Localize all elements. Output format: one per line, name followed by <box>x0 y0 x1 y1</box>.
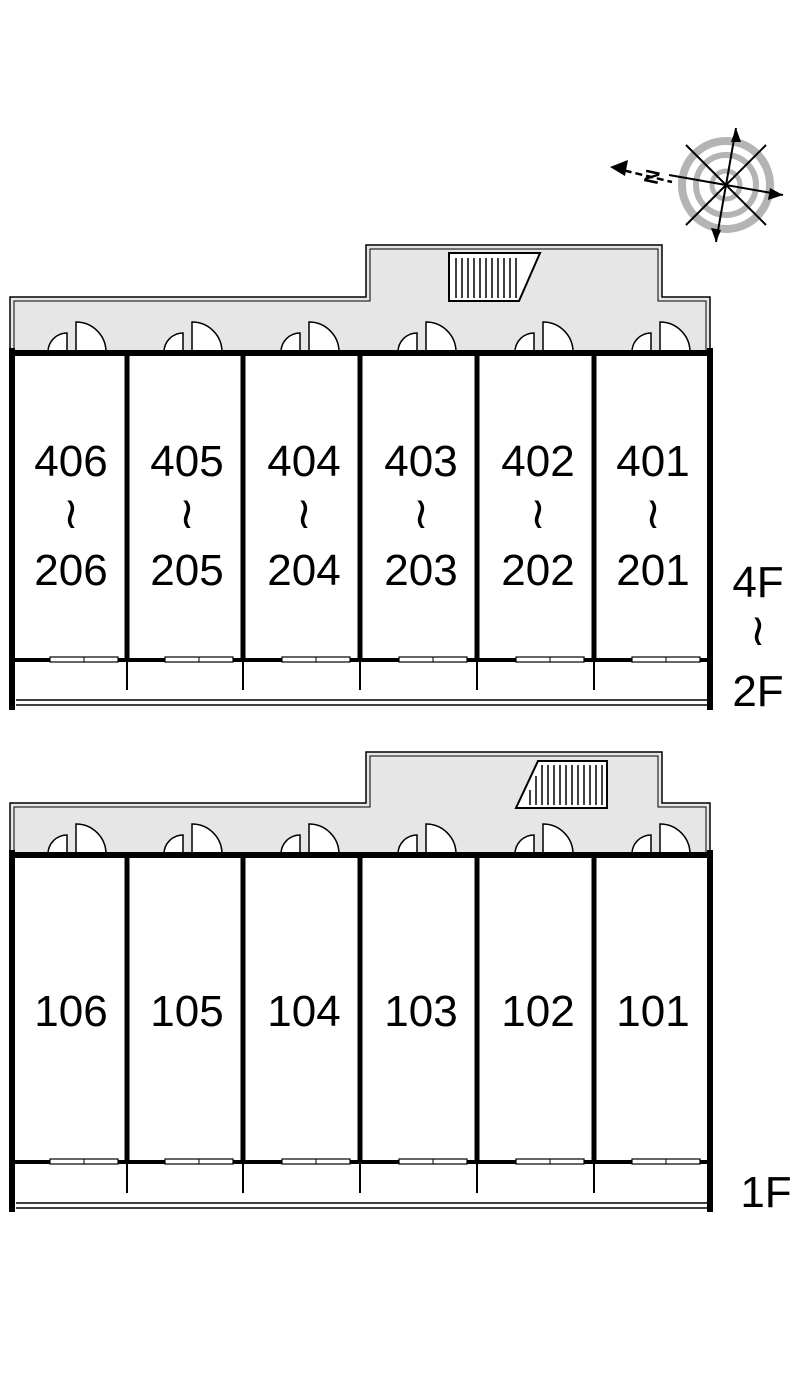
unit-label-range-mark: ≀ <box>63 489 80 538</box>
balcony-window <box>164 1158 234 1165</box>
balcony-window <box>398 656 468 663</box>
entrance-door-icon <box>514 823 574 855</box>
floor-label: 1F <box>740 1168 791 1217</box>
floor-label-top: 4F <box>732 558 783 607</box>
balcony-window <box>164 656 234 663</box>
unit-label-top: 402 <box>501 437 574 486</box>
entrance-door-icon <box>514 321 574 353</box>
unit-label: 101 <box>616 987 689 1036</box>
upper-corridor <box>9 244 711 353</box>
entrance-door-icon <box>631 823 691 855</box>
balcony-window <box>281 1158 351 1165</box>
balcony-window <box>515 1158 585 1165</box>
north-letter: N <box>641 168 666 187</box>
entrance-door-icon <box>280 321 340 353</box>
unit-label: 105 <box>150 987 223 1036</box>
entrance-door-icon <box>47 823 107 855</box>
unit-label-range-mark: ≀ <box>530 489 547 538</box>
unit-label-range-mark: ≀ <box>413 489 430 538</box>
unit-label-bottom: 201 <box>616 546 689 595</box>
upper-block: 406 ≀ 206 405 ≀ 205 404 ≀ 204 403 ≀ 203 … <box>9 244 784 716</box>
floor-label-bottom: 2F <box>732 667 783 716</box>
entrance-door-icon <box>163 321 223 353</box>
unit-label-bottom: 206 <box>34 546 107 595</box>
unit-label-bottom: 205 <box>150 546 223 595</box>
unit-label: 102 <box>501 987 574 1036</box>
lower-stairs-icon <box>514 760 608 809</box>
unit-label: 106 <box>34 987 107 1036</box>
unit-label: 104 <box>267 987 340 1036</box>
balcony-window <box>398 1158 468 1165</box>
unit-label-range-mark: ≀ <box>296 489 313 538</box>
entrance-door-icon <box>397 823 457 855</box>
unit-label-top: 403 <box>384 437 457 486</box>
compass-rose-icon <box>668 127 784 243</box>
unit-label: 103 <box>384 987 457 1036</box>
unit-label-top: 404 <box>267 437 340 486</box>
entrance-door-icon <box>280 823 340 855</box>
unit-label-top: 405 <box>150 437 223 486</box>
unit-label-range-mark: ≀ <box>179 489 196 538</box>
balcony-window <box>631 1158 701 1165</box>
unit-label-top: 401 <box>616 437 689 486</box>
upper-floor-labels: 4F ≀ 2F <box>732 558 783 716</box>
floor-label-range-mark: ≀ <box>750 606 767 655</box>
balcony-window <box>49 1158 119 1165</box>
entrance-door-icon <box>163 823 223 855</box>
unit-label-bottom: 204 <box>267 546 340 595</box>
upper-unit-labels: 406 ≀ 206 405 ≀ 205 404 ≀ 204 403 ≀ 203 … <box>34 437 689 595</box>
unit-label-bottom: 202 <box>501 546 574 595</box>
lower-unit-labels: 106 105 104 103 102 101 <box>34 987 689 1036</box>
entrance-door-icon <box>397 321 457 353</box>
unit-label-top: 406 <box>34 437 107 486</box>
entrance-door-icon <box>631 321 691 353</box>
north-arrow: N <box>610 160 673 187</box>
unit-label-range-mark: ≀ <box>645 489 662 538</box>
balcony-window <box>281 656 351 663</box>
entrance-door-icon <box>47 321 107 353</box>
unit-label-bottom: 203 <box>384 546 457 595</box>
balcony-window <box>631 656 701 663</box>
upper-stairs-icon <box>448 252 542 302</box>
lower-block: 106 105 104 103 102 101 1F <box>9 751 792 1217</box>
balcony-window <box>515 656 585 663</box>
balcony-window <box>49 656 119 663</box>
